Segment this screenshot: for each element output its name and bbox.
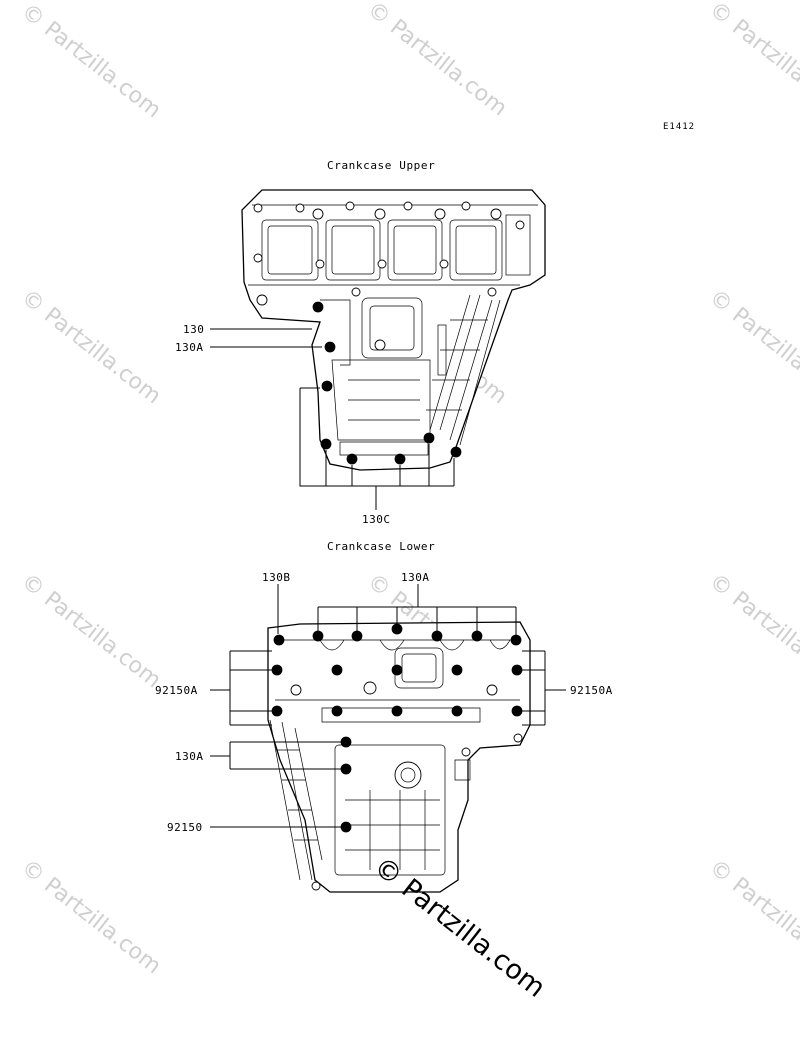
watermark: © Partzilla.com (704, 855, 800, 979)
label-130a-top: 130A (401, 571, 430, 584)
bolt-marker (471, 630, 483, 642)
bolt-marker (312, 630, 324, 642)
watermark-main: © Partzilla.com (368, 851, 551, 1004)
bolt-marker (511, 664, 523, 676)
bolt-marker (351, 630, 363, 642)
upper-title: Crankcase Upper (327, 159, 435, 172)
bolt-marker (324, 341, 336, 353)
lower-title: Crankcase Lower (327, 540, 435, 553)
bolt-marker (271, 705, 283, 717)
bolt-marker (312, 301, 324, 313)
bolt-marker (340, 763, 352, 775)
bolt-marker (331, 664, 343, 676)
bolt-marker (423, 432, 435, 444)
watermark: © Partzilla.com (704, 0, 800, 121)
watermark: © Partzilla.com (16, 855, 165, 979)
watermark: © Partzilla.com (16, 0, 165, 123)
bolt-marker (431, 630, 443, 642)
bolt-marker (320, 438, 332, 450)
label-92150a-right: 92150A (570, 684, 613, 697)
bolt-marker (273, 634, 285, 646)
label-130: 130 (183, 323, 204, 336)
bolt-marker (321, 380, 333, 392)
crankcase-lower-drawing (267, 621, 531, 893)
crankcase-upper-drawing (241, 189, 546, 471)
bolt-marker (451, 664, 463, 676)
bolt-marker (394, 453, 406, 465)
bolt-marker (340, 736, 352, 748)
label-130c: 130C (362, 513, 391, 526)
watermark: © Partzilla.com (362, 0, 511, 121)
bolt-marker (391, 623, 403, 635)
watermark: © Partzilla.com (704, 569, 800, 693)
bolt-marker (340, 821, 352, 833)
lower-leaders (210, 584, 566, 828)
upper-leaders (210, 328, 455, 510)
bolt-marker (450, 446, 462, 458)
bolt-marker (391, 664, 403, 676)
label-130b: 130B (262, 571, 291, 584)
watermark: © Partzilla.com (16, 569, 165, 693)
label-92150a-left: 92150A (155, 684, 198, 697)
bolt-marker (510, 634, 522, 646)
bolt-marker (511, 705, 523, 717)
label-92150: 92150 (167, 821, 203, 834)
diagram-code: E1412 (663, 122, 695, 132)
bolt-marker (271, 664, 283, 676)
bolt-marker (391, 705, 403, 717)
bolt-marker (331, 705, 343, 717)
label-130a: 130A (175, 341, 204, 354)
bolt-marker (451, 705, 463, 717)
bolt-marker (346, 453, 358, 465)
watermark: © Partzilla.com (704, 285, 800, 409)
label-130a-left: 130A (175, 750, 204, 763)
watermark: © Partzilla.com (16, 285, 165, 409)
